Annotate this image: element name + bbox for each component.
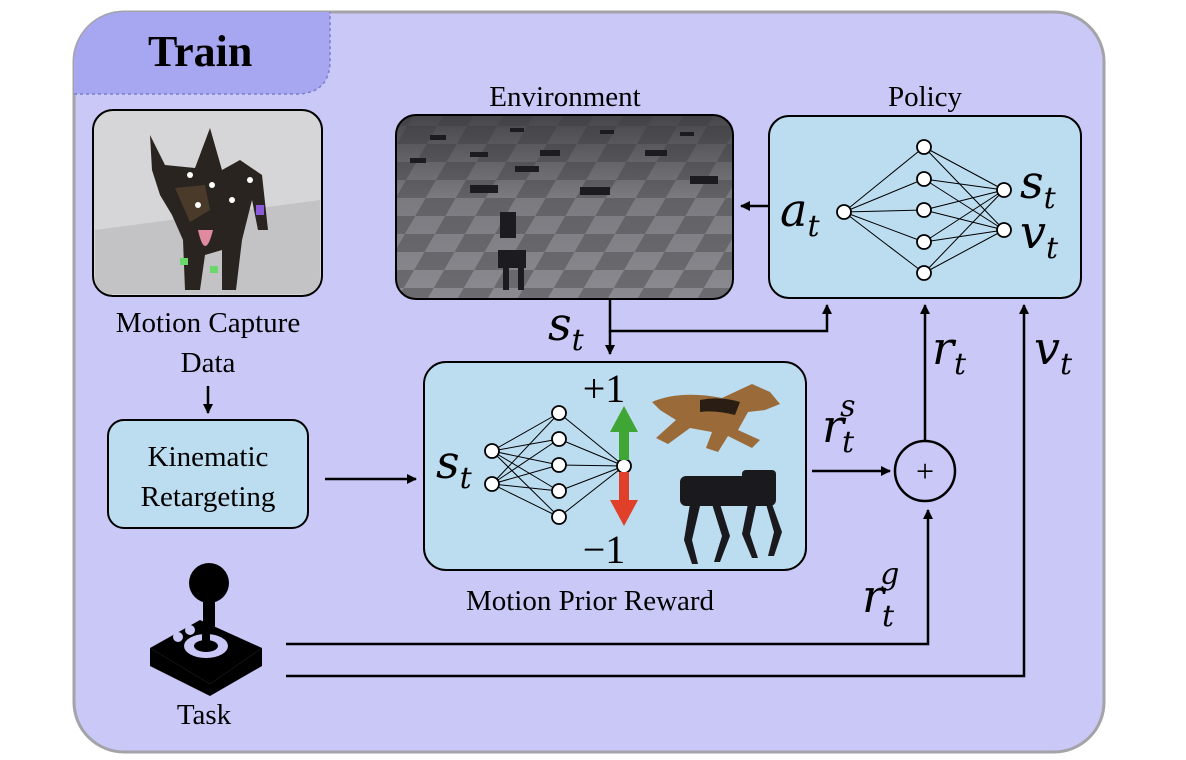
network-node	[916, 234, 932, 250]
retarget-label-line1: Kinematic	[148, 441, 269, 473]
network-node	[996, 222, 1012, 238]
network-edge	[491, 483, 560, 518]
network-edge	[843, 178, 925, 213]
network-edge	[843, 211, 925, 243]
network-edge	[491, 450, 560, 492]
network-edge	[491, 412, 560, 485]
network-edge	[923, 229, 1005, 243]
network-edge	[491, 464, 560, 485]
policy-output-value: vt	[1020, 205, 1059, 266]
network-edge	[558, 465, 625, 492]
policy-network	[836, 139, 1012, 281]
reward-title: Motion Prior Reward	[466, 585, 715, 617]
reward-up-arrow	[610, 406, 638, 460]
network-node	[484, 476, 500, 492]
network-node	[916, 265, 932, 281]
arrow-task-to-policy-value	[286, 304, 1029, 678]
joystick-icon	[150, 563, 262, 696]
task-label: Task	[177, 699, 232, 731]
network-node	[551, 457, 567, 473]
network-node	[916, 202, 932, 218]
env-state-label: st	[548, 297, 585, 358]
arrow-state-to-policy	[608, 300, 832, 333]
network-edge	[923, 146, 1005, 231]
network-edge	[491, 483, 560, 492]
network-edge	[923, 178, 1005, 191]
network-edge	[558, 438, 625, 467]
network-node	[616, 458, 632, 474]
network-node	[551, 405, 567, 421]
network-node	[551, 431, 567, 447]
arrow-task-to-sum	[286, 509, 933, 646]
policy-output-state: st	[1020, 155, 1057, 216]
reward-bottom-value: −1	[583, 527, 626, 572]
network-edge	[491, 450, 560, 518]
network-edge	[558, 412, 625, 467]
network-edge	[843, 146, 925, 213]
value-label: vt	[1034, 321, 1073, 382]
network-edge	[491, 450, 560, 466]
network-edge	[491, 438, 560, 485]
reward-down-arrow	[610, 472, 638, 526]
environment-render	[395, 114, 734, 300]
network-edge	[923, 189, 1005, 243]
reward-input-label: st	[436, 435, 473, 496]
style-reward-label: rts	[822, 389, 855, 460]
network-edge	[558, 464, 625, 467]
network-edge	[923, 209, 1005, 231]
sum-symbol: +	[916, 453, 934, 489]
network-edge	[491, 412, 560, 452]
panel-title: Train	[148, 27, 252, 76]
network-edge	[923, 189, 1005, 211]
network-node	[916, 139, 932, 155]
network-edge	[923, 229, 1005, 274]
reward-dog-image	[652, 384, 780, 452]
network-node	[836, 204, 852, 220]
policy-title: Policy	[888, 81, 963, 113]
reward-robot-image	[680, 470, 782, 564]
network-node	[551, 483, 567, 499]
network-node	[996, 182, 1012, 198]
network-edge	[923, 146, 1005, 191]
network-node	[484, 443, 500, 459]
network-edge	[558, 465, 625, 518]
policy-input-label: at	[780, 183, 820, 244]
network-node	[551, 509, 567, 525]
network-edge	[843, 211, 925, 274]
network-edge	[923, 189, 1005, 274]
task-reward-label: rtg	[862, 557, 899, 634]
mocap-photo	[92, 109, 323, 297]
train-tab	[74, 12, 330, 94]
mocap-label-line1: Motion Capture	[116, 307, 300, 339]
network-edge	[491, 438, 560, 452]
retarget-box	[107, 419, 309, 529]
retarget-label-line2: Retargeting	[141, 481, 276, 513]
network-node	[916, 171, 932, 187]
network-edge	[923, 178, 1005, 231]
sum-node	[893, 439, 957, 503]
environment-title: Environment	[489, 81, 640, 113]
network-edge	[843, 209, 925, 213]
total-reward-label: rt	[932, 321, 967, 382]
reward-top-value: +1	[583, 366, 626, 411]
mocap-label-line2: Data	[181, 347, 236, 379]
